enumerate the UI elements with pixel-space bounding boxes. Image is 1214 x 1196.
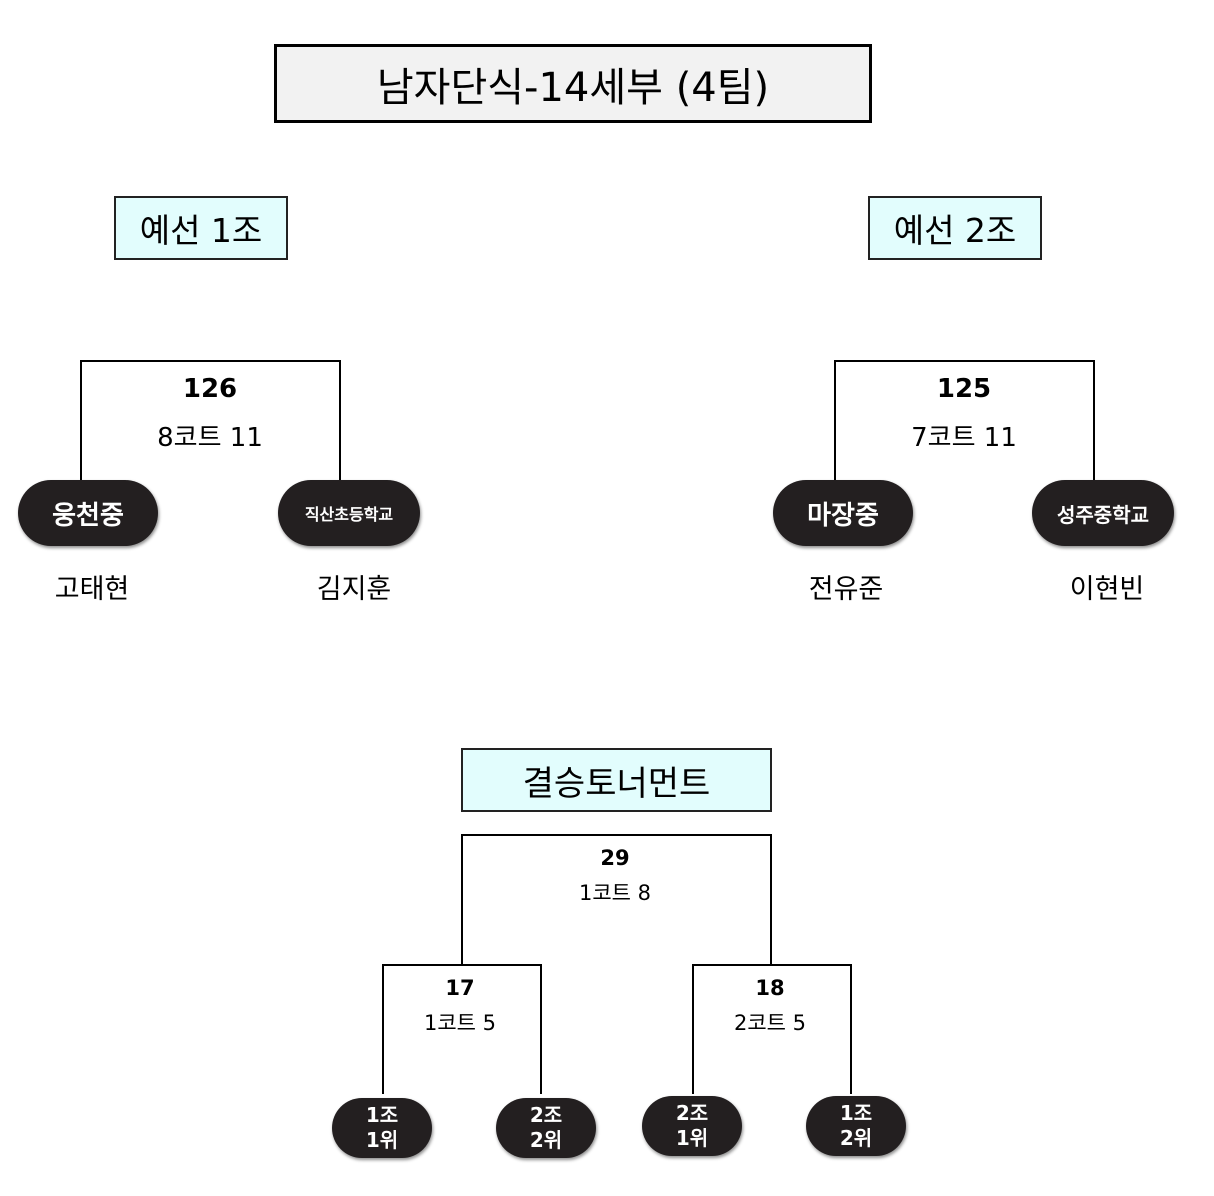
semi-2-bracket-top [692,964,852,966]
player-name: 이현빈 [1069,574,1145,605]
team-pill: 마장중 [773,480,913,546]
final-bracket-right [770,834,772,965]
semi-1-match-number: 17 [445,976,475,1000]
semi-2-court: 2코트 5 [733,1011,807,1035]
group-2-court: 7코트 11 [911,423,1017,453]
group-1-bracket-top [80,360,341,362]
final-bracket-top [461,834,772,836]
group-2-bracket-right [1093,360,1095,480]
semi-1-bracket-top [382,964,542,966]
bracket-title: 남자단식-14세부 (4팀) [274,44,872,123]
semi-2-bracket-right [850,964,852,1094]
team-pill: 직산초등학교 [278,480,420,546]
group-2-label: 예선 2조 [868,196,1042,260]
semi-1-bracket-left [382,964,384,1094]
semi-2-bracket-left [692,964,694,1094]
final-bracket-left [461,834,463,965]
group-2-bracket-left [834,360,836,480]
semi-2-match-number: 18 [755,976,785,1000]
semi-1-court: 1코트 5 [423,1011,497,1035]
group-1-match-number: 126 [182,374,238,404]
group-2-match-number: 125 [936,374,992,404]
player-name: 김지훈 [316,574,392,605]
group-1-bracket-left [80,360,82,480]
group-1-bracket-right [339,360,341,480]
final-tournament-label: 결승토너먼트 [461,748,772,812]
final-match-number: 29 [600,846,630,870]
semi-1-bracket-right [540,964,542,1094]
final-court: 1코트 8 [578,881,652,905]
player-name: 고태현 [54,574,130,605]
group-2-bracket-top [834,360,1095,362]
group-1-label: 예선 1조 [114,196,288,260]
team-pill: 성주중학교 [1032,480,1174,546]
player-name: 전유준 [808,574,884,605]
group-1-court: 8코트 11 [157,423,263,453]
team-pill: 웅천중 [18,480,158,546]
